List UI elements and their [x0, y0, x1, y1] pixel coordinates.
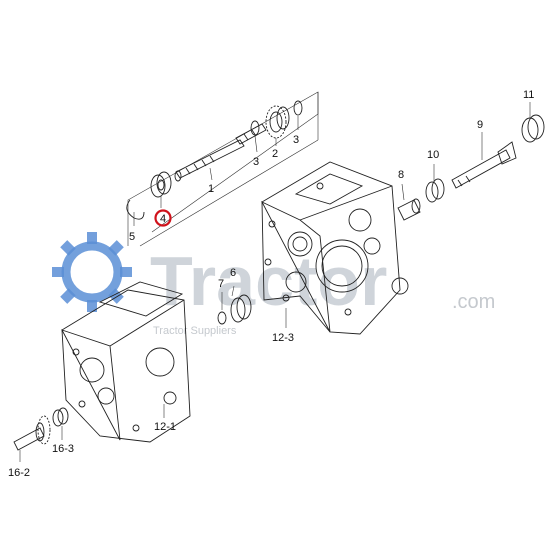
- front-transmission-case: [61, 281, 191, 443]
- callout-8: 8: [398, 169, 404, 181]
- highlighted-callout-4[interactable]: 4: [154, 209, 172, 227]
- callout-11: 11: [523, 89, 534, 101]
- bearing-11: [521, 114, 545, 143]
- callout-1: 1: [208, 183, 214, 195]
- bearing-4: [150, 171, 172, 198]
- watermark-tagline: Tractor Suppliers: [153, 325, 237, 337]
- pinion-shaft-9: [451, 141, 517, 189]
- callout-4: 4: [160, 213, 166, 225]
- callout-10: 10: [427, 149, 439, 161]
- callout-12-1: 12-1: [154, 421, 176, 433]
- callout-12-3: 12-3: [272, 332, 294, 344]
- snap-ring-7: [217, 311, 227, 325]
- callout-7: 7: [218, 278, 224, 290]
- main-shaft: [174, 123, 267, 182]
- callout-6: 6: [230, 267, 236, 279]
- callout-9: 9: [477, 119, 483, 131]
- watermark-brand: Tractor: [150, 242, 387, 320]
- callout-3b: 3: [293, 134, 299, 146]
- spacer-8: [397, 198, 421, 221]
- leader-lines: [19, 102, 531, 462]
- shaft-gear: [265, 105, 290, 139]
- callout-2: 2: [272, 148, 278, 160]
- callout-16-2: 16-2: [8, 467, 30, 479]
- callout-3a: 3: [253, 156, 259, 168]
- callout-5: 5: [129, 231, 135, 243]
- callout-labels: 1 2 3 3 5 6 7 8 9 10 11 12-1 12-3 16-2 1…: [8, 89, 534, 479]
- watermark-gear-icon: [52, 232, 132, 312]
- snap-ring-3a: [250, 120, 260, 136]
- callout-16-3: 16-3: [52, 443, 74, 455]
- rear-transmission-case: [260, 161, 409, 335]
- input-shaft-16-2: [13, 415, 51, 451]
- snap-ring-3b: [293, 100, 303, 116]
- snap-ring-5: [126, 199, 145, 220]
- highlight-ring: [154, 209, 172, 227]
- shaft-group-bracket: [127, 91, 319, 247]
- bearing-10: [425, 178, 445, 203]
- bearing-16-3: [52, 407, 69, 427]
- watermark-domain: .com: [452, 291, 495, 313]
- watermark: Tractor .com Tractor Suppliers: [52, 232, 495, 337]
- bearing-6: [230, 294, 252, 323]
